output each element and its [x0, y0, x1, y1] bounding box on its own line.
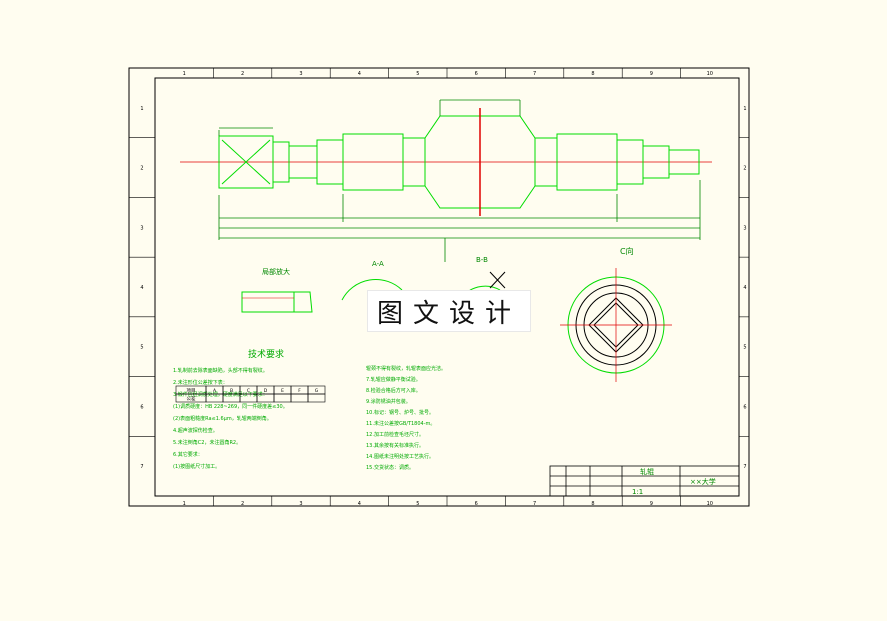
tolerance-cell — [307, 393, 326, 403]
tolerance-cell — [290, 393, 309, 403]
zone-column-marker: 9 — [650, 71, 653, 77]
tech-line: 10.标记：钢号、炉号、批号。 — [366, 409, 434, 416]
tech-line: 13.其余按有关标准执行。 — [366, 442, 424, 449]
section-views — [341, 268, 672, 382]
zone-row-marker: 2 — [743, 166, 746, 172]
title-scale: 1:1 — [632, 488, 643, 496]
tolerance-cell-text: 项目 — [187, 388, 196, 394]
tech-requirements-right: 辊颈不得有裂纹，轧辊表面应光洁。 7.轧辊应做静平衡试验。 8.检验合格后方可入库。… — [366, 365, 446, 471]
outer-frame — [128, 67, 750, 507]
zone-row-marker: 5 — [743, 345, 746, 351]
tolerance-cell-text: G — [315, 388, 319, 394]
zone-column-marker: 7 — [533, 501, 536, 507]
tolerance-cell-text: B — [230, 388, 233, 394]
tech-line: 3.锻件应经调质处理，硬度满足以下要求： — [173, 391, 268, 398]
tech-line: 5.未注倒角C2，未注圆角R2。 — [173, 439, 241, 446]
zone-column-marker: 8 — [591, 501, 594, 507]
zone-row-marker: 3 — [743, 225, 746, 231]
zone-column-marker: 5 — [416, 501, 419, 507]
tech-line: 14.图纸未注明处按工艺执行。 — [366, 453, 434, 460]
section-a-label: A-A — [372, 260, 384, 268]
tech-line: 11.未注公差按GB/T1804-m。 — [366, 420, 435, 427]
tolerance-cell — [273, 393, 292, 403]
zone-row-marker: 7 — [743, 464, 746, 470]
zone-row-marker: 4 — [743, 285, 746, 291]
tolerance-cell-text: C — [247, 388, 250, 394]
zone-column-marker: 10 — [707, 501, 713, 507]
tech-line: 12.加工前检查毛坯尺寸。 — [366, 431, 424, 438]
detail-label: 局部放大 — [262, 267, 290, 276]
tech-line: 1.轧制前去除表面缺陷，头部不得有裂纹。 — [173, 367, 268, 374]
tech-line: 8.检验合格后方可入库。 — [366, 387, 421, 394]
zone-row-marker: 6 — [140, 404, 143, 410]
tolerance-cell-text: 公差 — [187, 395, 196, 402]
view-c-label: C向 — [620, 246, 634, 256]
zone-row-marker: 6 — [743, 404, 746, 410]
tech-line: 7.轧辊应做静平衡试验。 — [366, 376, 421, 383]
zone-column-marker: 4 — [358, 501, 361, 507]
zone-column-marker: 2 — [241, 501, 244, 507]
tech-requirements-left: 1.轧制前去除表面缺陷，头部不得有裂纹。 2.未注形位公差按下表： 3.锻件应经调质… — [173, 367, 288, 470]
zone-column-marker: 1 — [183, 501, 186, 507]
tolerance-cell-text: D — [264, 388, 268, 394]
tolerance-cell-text: F — [298, 388, 301, 394]
tolerance-cell-text: E — [281, 388, 284, 394]
tech-line: 辊颈不得有裂纹，轧辊表面应光洁。 — [366, 365, 446, 372]
shaft-main-view — [180, 99, 712, 262]
tech-line: (1)调质硬度：HB 228~269，同一件硬度差≤30。 — [173, 403, 288, 410]
zone-row-marker: 1 — [743, 106, 746, 112]
zone-column-marker: 3 — [299, 71, 302, 77]
tech-line: 4.超声波探伤检查。 — [173, 427, 218, 434]
tech-line: 2.未注形位公差按下表： — [173, 379, 228, 386]
zone-row-marker: 2 — [140, 166, 143, 172]
watermark: 图文设计 — [367, 290, 531, 332]
zone-row-marker: 5 — [140, 345, 143, 351]
zone-column-marker: 3 — [299, 501, 302, 507]
zone-column-marker: 5 — [416, 71, 419, 77]
tech-line: 9.涂防锈油并包装。 — [366, 398, 411, 405]
zone-column-marker: 6 — [475, 71, 478, 77]
border-zone-markers: 1 1 2 2 3 3 4 4 5 5 6 6 7 7 8 8 9 9 10 10 1 1 2 2 3 3 4 4 5 5 6 6 7 7 — [129, 68, 749, 507]
zone-column-marker: 2 — [241, 71, 244, 77]
title-block — [549, 465, 740, 497]
zone-column-marker: 6 — [475, 501, 478, 507]
zone-row-marker: 3 — [140, 225, 143, 231]
title-school: ××大学 — [690, 477, 716, 486]
zone-column-marker: 8 — [591, 71, 594, 77]
zone-column-marker: 1 — [183, 71, 186, 77]
zone-column-marker: 9 — [650, 501, 653, 507]
tech-line: (2)表面粗糙度Ra≤1.6μm，轧辊两端倒角。 — [173, 415, 272, 422]
section-b-label: B-B — [476, 256, 488, 264]
zone-row-marker: 7 — [140, 464, 143, 470]
tolerance-cell-text: A — [213, 388, 217, 394]
inner-frame — [154, 77, 740, 497]
tech-title: 技术要求 — [248, 348, 284, 360]
zone-column-marker: 10 — [707, 71, 713, 77]
zone-row-marker: 4 — [140, 285, 143, 291]
title-part-name: 轧辊 — [640, 467, 654, 476]
zone-column-marker: 7 — [533, 71, 536, 77]
tech-line: 6.其它要求： — [173, 451, 203, 458]
zone-column-marker: 4 — [358, 71, 361, 77]
tech-line: (1)按图纸尺寸加工。 — [173, 463, 220, 470]
zone-row-marker: 1 — [140, 106, 143, 112]
tech-line: 15.交货状态：调质。 — [366, 464, 414, 471]
detail-view — [241, 291, 313, 313]
